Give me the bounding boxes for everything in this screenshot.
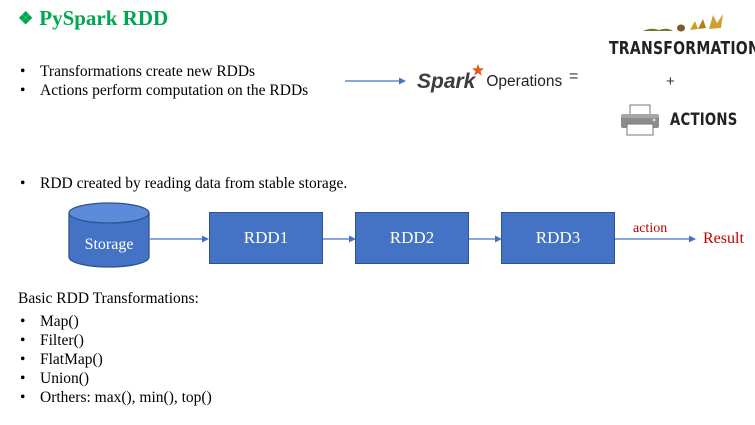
list-item-filter: Filter(): [18, 331, 212, 350]
rdd3-box: RDD3: [501, 212, 615, 264]
operations-label: Operations: [486, 73, 563, 90]
slide-title: ❖ PySpark RDD: [18, 6, 168, 31]
spark-operations: Spark Operations: [417, 64, 562, 94]
spark-logo: Spark: [417, 70, 476, 93]
storage-label: Storage: [84, 236, 134, 253]
equals-sign: =: [569, 68, 579, 85]
list-item-others: Orthers: max(), min(), top(): [18, 388, 212, 407]
list-item-map: Map(): [18, 312, 212, 331]
basic-transformations-heading: Basic RDD Transformations:: [18, 290, 199, 307]
rdd1-box: RDD1: [209, 212, 323, 264]
title-text: PySpark RDD: [39, 6, 169, 30]
list-item-flatmap: FlatMap(): [18, 350, 212, 369]
arrow-rdd2-rdd3-icon: [469, 235, 502, 243]
list-item-union: Union(): [18, 369, 212, 388]
diamond-bullet-icon: ❖: [18, 8, 34, 28]
basic-transformations-list: Map() Filter() FlatMap() Union() Orthers…: [18, 312, 212, 407]
plus-sign: +: [666, 73, 675, 90]
bullet-transformations: Transformations create new RDDs: [18, 62, 308, 81]
transformations-label: TRANSFORMATIONS: [609, 38, 755, 59]
intro-bullet-list: Transformations create new RDDs Actions …: [18, 62, 308, 100]
bullet-actions: Actions perform computation on the RDDs: [18, 81, 308, 100]
arrow-to-spark-icon: [345, 77, 406, 85]
arrow-rdd1-rdd2-icon: [323, 235, 356, 243]
actions-label: ACTIONS: [670, 110, 738, 130]
printer-icon: [621, 104, 659, 136]
storage-bullet-list: RDD created by reading data from stable …: [18, 174, 347, 193]
action-label: action: [633, 221, 668, 236]
arrow-action-result-icon: [615, 235, 696, 243]
result-label: Result: [703, 230, 744, 247]
spark-star-icon: [472, 64, 485, 76]
rdd2-box: RDD2: [355, 212, 469, 264]
arrow-storage-rdd1-icon: [150, 235, 209, 243]
butterfly-transformation-icon: [643, 14, 723, 32]
bullet-storage: RDD created by reading data from stable …: [18, 174, 347, 193]
storage-cylinder-icon: [68, 202, 150, 268]
